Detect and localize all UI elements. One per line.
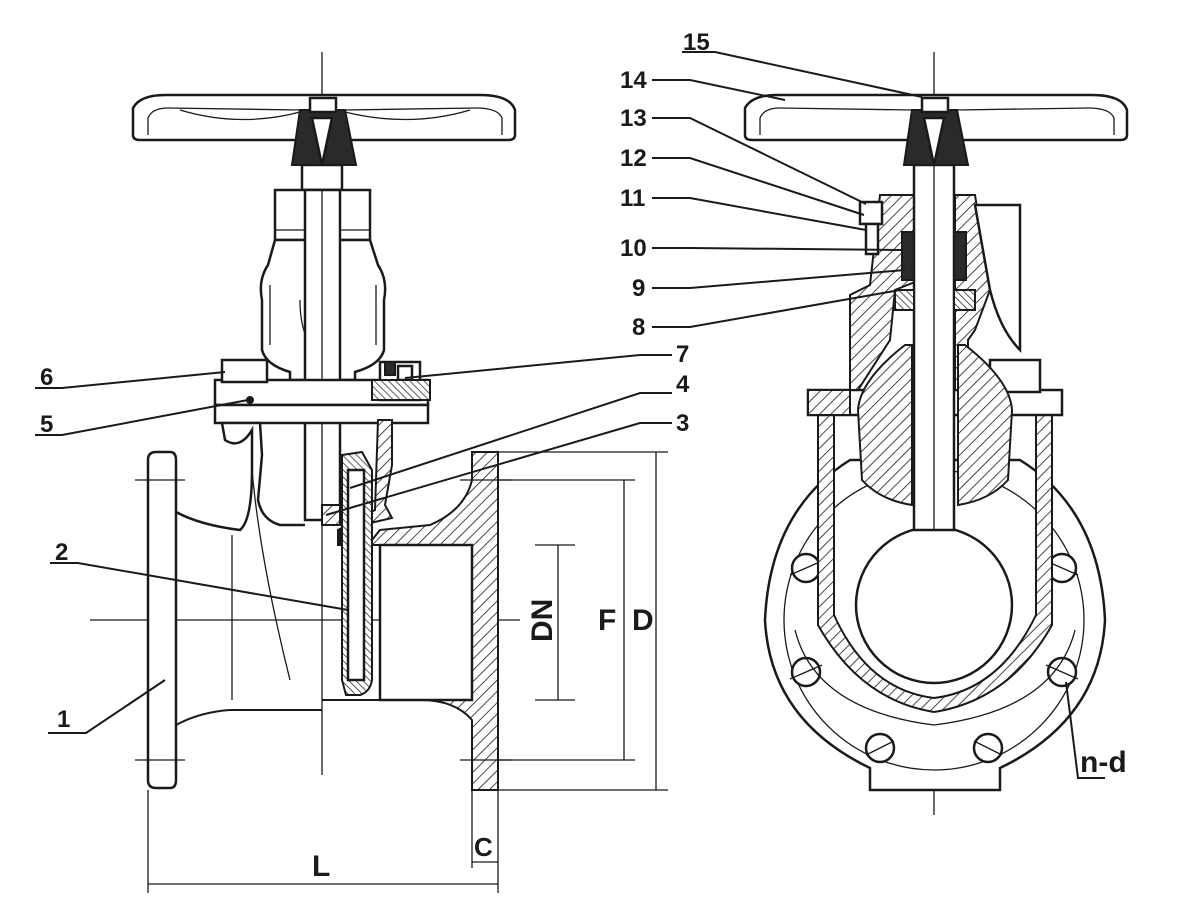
callout-9: 9 <box>632 275 645 302</box>
dim-l: L <box>312 850 330 883</box>
dim-dn: DN <box>526 599 559 642</box>
callout-1: 1 <box>57 706 70 733</box>
dimension-labels: DN F D L C n-d <box>312 599 1127 883</box>
callout-15: 15 <box>683 29 710 56</box>
callout-10: 10 <box>620 235 647 262</box>
callout-13: 13 <box>620 105 647 132</box>
dimension-lines-left <box>147 451 668 893</box>
callout-5: 5 <box>40 411 53 438</box>
leader-lines-right <box>652 51 1105 779</box>
callout-3: 3 <box>676 410 689 437</box>
front-section-view <box>652 51 1129 815</box>
callout-labels: 6 5 2 1 7 4 3 15 14 13 12 11 10 9 8 <box>40 29 710 733</box>
dim-c: C <box>474 832 493 862</box>
leader-lines-left <box>35 354 672 734</box>
dim-f: F <box>598 604 616 637</box>
dim-d: D <box>632 604 654 637</box>
callout-7: 7 <box>676 341 689 368</box>
bonnet-flange-left <box>213 358 431 425</box>
handwheel-left <box>131 93 517 166</box>
handwheel-right <box>743 93 1129 166</box>
callout-4: 4 <box>676 371 690 398</box>
callout-12: 12 <box>620 145 647 172</box>
bonnet-left <box>259 163 387 522</box>
callout-11: 11 <box>620 185 645 212</box>
callout-2: 2 <box>55 539 68 566</box>
callout-6: 6 <box>40 364 53 391</box>
dim-nd: n-d <box>1080 746 1127 779</box>
valve-body-left <box>135 419 512 791</box>
callout-14: 14 <box>620 67 647 94</box>
side-section-view <box>35 52 672 893</box>
callout-8: 8 <box>632 314 645 341</box>
